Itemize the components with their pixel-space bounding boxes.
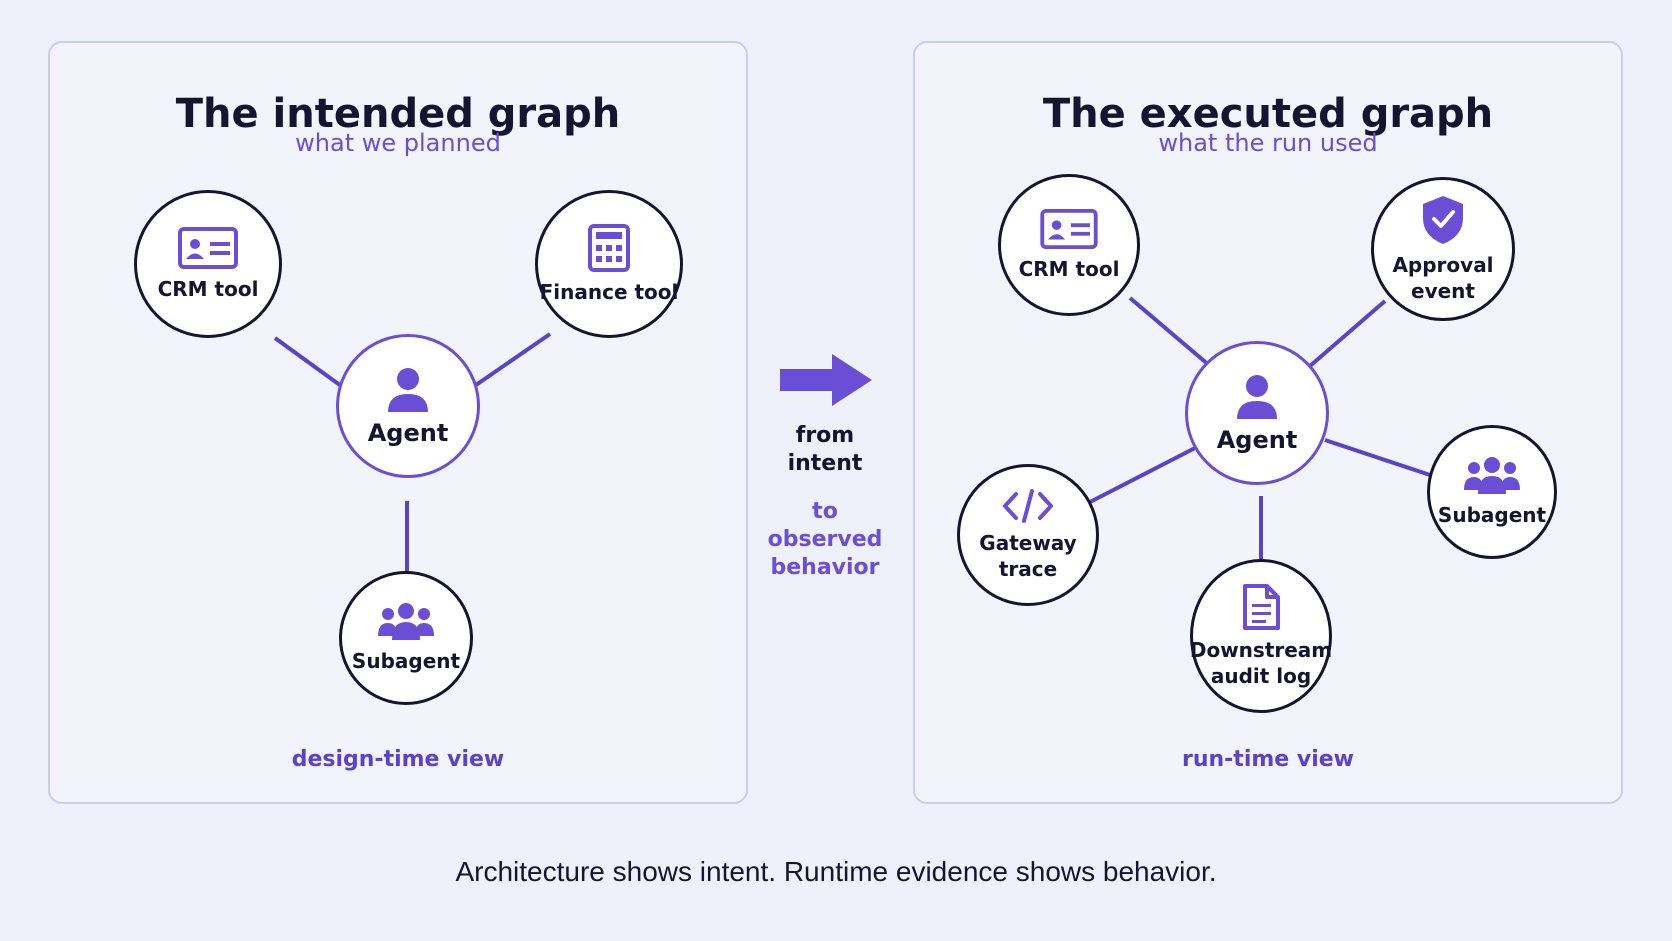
approval-event-label-line2: event	[1411, 279, 1475, 303]
intended-graph-title: The intended graph	[175, 91, 621, 137]
shield-check-icon	[1423, 196, 1463, 244]
gateway-trace-label-line1: Gateway	[979, 531, 1077, 555]
subagent-label: Subagent	[351, 649, 461, 673]
approval-event-label-line1: Approval	[1392, 253, 1494, 277]
agent-label: Agent	[1216, 426, 1298, 454]
run-time-view-label: run-time view	[1182, 747, 1354, 772]
edge-agent-gateway	[1089, 446, 1196, 504]
gateway-trace-label-line2: trace	[998, 557, 1058, 581]
transition-behavior: behavior	[770, 555, 880, 580]
code-icon	[1003, 489, 1053, 523]
users-icon	[378, 603, 434, 640]
gateway-trace-node: Gateway trace	[957, 464, 1099, 606]
transition-observed: observed	[767, 527, 883, 552]
executed-graph-edges	[1089, 296, 1431, 561]
subagent-label: Subagent	[1437, 503, 1547, 527]
crm-tool-node: CRM tool	[998, 174, 1140, 316]
user-icon	[388, 368, 428, 412]
transition-from: from	[795, 423, 855, 448]
transition-label: from intent to observed behavior	[760, 422, 890, 592]
design-time-view-label: design-time view	[291, 747, 505, 772]
transition-intent: intent	[787, 451, 863, 476]
subagent-node: Subagent	[1427, 425, 1557, 559]
transition-to: to	[812, 499, 838, 524]
edge-agent-approval	[1308, 299, 1387, 368]
executed-graph-panel: The executed graph what the run used CRM…	[913, 41, 1623, 804]
downstream-audit-log-label-line1: Downstream	[1189, 638, 1333, 662]
intended-graph-subtitle: what we planned	[295, 129, 501, 157]
caption: Architecture shows intent. Runtime evide…	[455, 856, 1217, 887]
agent-node: Agent	[1185, 341, 1329, 485]
crm-tool-label: CRM tool	[1018, 257, 1120, 281]
agent-label: Agent	[367, 419, 449, 447]
id-card-icon	[1040, 208, 1098, 250]
crm-tool-label: CRM tool	[157, 277, 259, 301]
calculator-icon	[588, 224, 630, 272]
executed-graph-title: The executed graph	[1042, 91, 1494, 137]
edge-agent-crm	[1128, 296, 1212, 368]
arrow-right-icon	[780, 354, 872, 406]
document-icon	[1243, 584, 1280, 630]
intended-graph-panel: The intended graph what we planned CRM t…	[48, 41, 748, 804]
executed-graph-subtitle: what the run used	[1158, 129, 1378, 157]
downstream-audit-log-node: Downstream audit log	[1190, 559, 1332, 713]
approval-event-node: Approval event	[1371, 177, 1515, 321]
users-icon	[1464, 457, 1520, 494]
edge-agent-subagent	[1324, 438, 1431, 477]
subagent-node: Subagent	[339, 571, 473, 705]
downstream-audit-log-label-line2: audit log	[1210, 664, 1312, 688]
finance-tool-label: Finance tool	[539, 280, 679, 304]
finance-tool-node: Finance tool	[535, 190, 683, 338]
agent-node: Agent	[336, 334, 480, 478]
user-icon	[1237, 375, 1277, 419]
id-card-icon	[178, 227, 238, 269]
crm-tool-node: CRM tool	[134, 190, 282, 338]
